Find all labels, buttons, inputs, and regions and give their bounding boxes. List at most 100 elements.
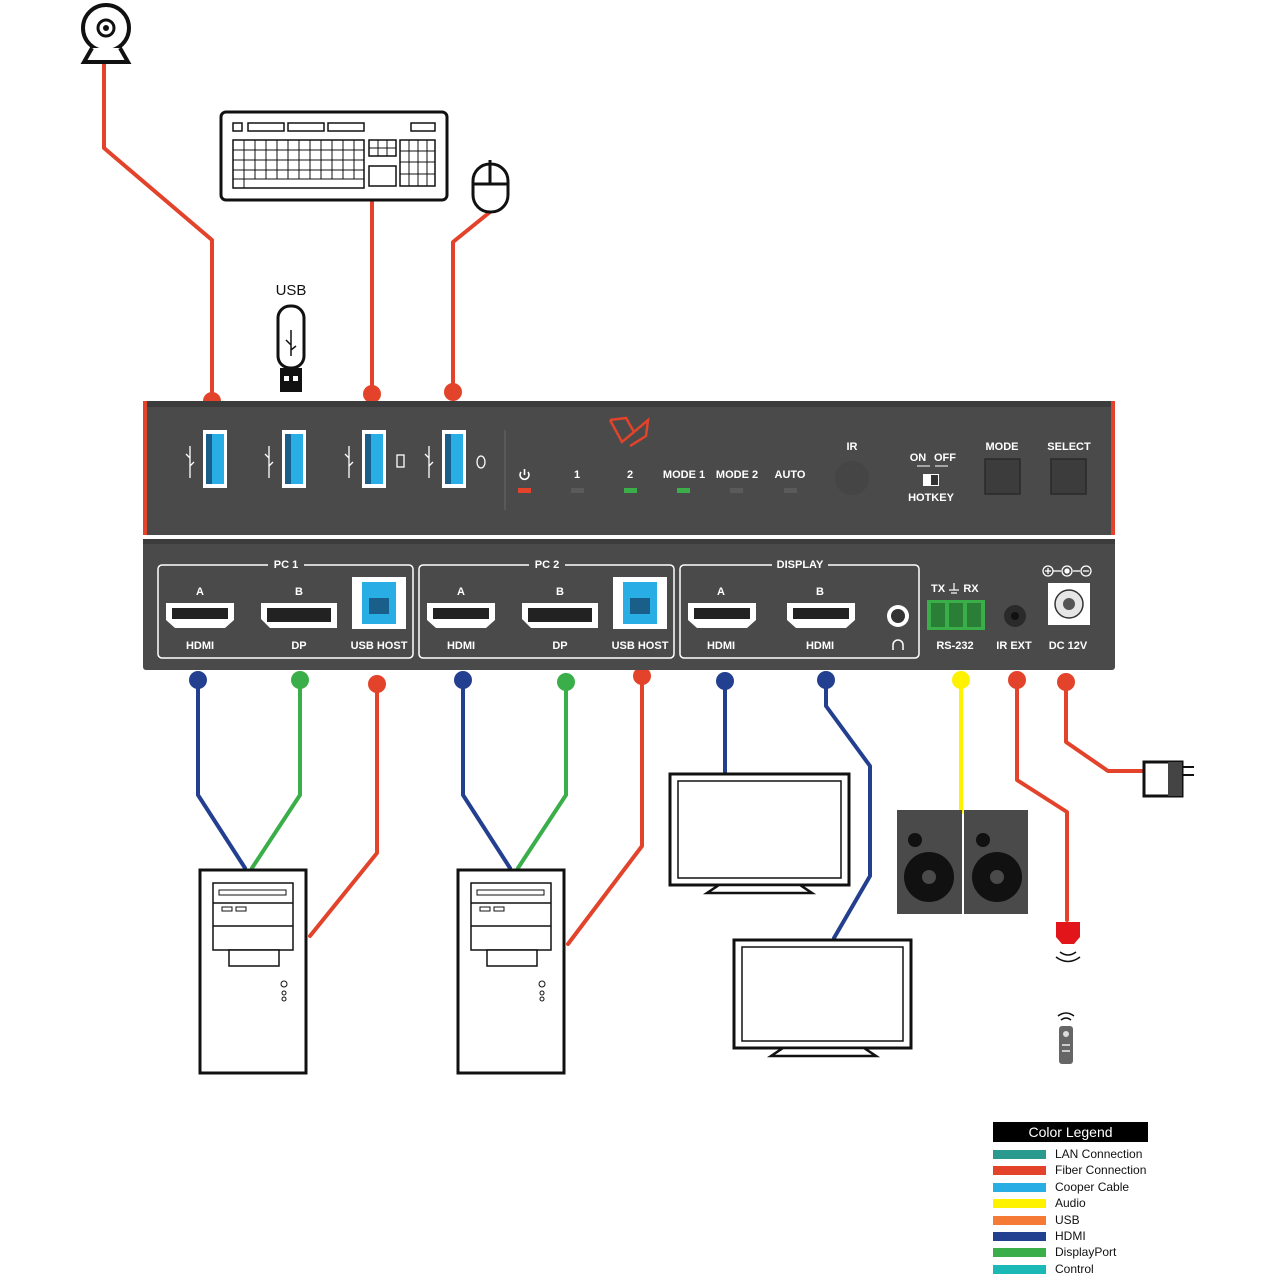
ir-receiver-icon — [1055, 922, 1081, 963]
rs232-dot — [952, 671, 970, 689]
headphone-icon — [892, 639, 904, 650]
ground-icon — [949, 583, 959, 594]
display-b-hdmi-label: HDMI — [805, 640, 835, 652]
display-b-hdmi-inner — [793, 608, 849, 619]
hotkey-on-label: ON — [909, 452, 927, 464]
ss-usb-icon — [344, 446, 354, 478]
speakers-icon — [897, 810, 1028, 914]
led-label-pc2: 2 — [626, 469, 634, 481]
mode2-led — [730, 488, 743, 493]
legend-swatch — [993, 1264, 1046, 1274]
usb-port-1[interactable] — [203, 430, 227, 488]
rs232-label: RS-232 — [936, 640, 974, 652]
legend-label: Control — [1055, 1261, 1094, 1276]
pc1-tower-icon — [198, 868, 308, 1075]
hotkey-label: HOTKEY — [908, 492, 954, 504]
dc-label: DC 12V — [1048, 640, 1088, 652]
pc2-hdmi-inner — [433, 608, 489, 619]
dc-power-cable — [1064, 678, 1146, 773]
display-b-cable — [824, 678, 872, 940]
usb-drive-icon — [276, 304, 306, 392]
pc2-usb-host-port[interactable] — [613, 577, 667, 629]
dc-polarity-icon — [1042, 565, 1092, 577]
ss-usb-icon — [264, 446, 274, 478]
ir-ext-cable — [1015, 678, 1069, 922]
legend-swatch — [993, 1215, 1046, 1225]
legend-item: Audio — [993, 1195, 1153, 1211]
ir-remote-icon — [1057, 1012, 1075, 1064]
led-label-auto: AUTO — [774, 469, 806, 481]
legend-label: Fiber Connection — [1055, 1163, 1147, 1178]
rs232-rx-label: RX — [963, 583, 979, 595]
ir-label: IR — [846, 441, 858, 453]
usb-port-2[interactable] — [282, 430, 306, 488]
legend-label: Cooper Cable — [1055, 1179, 1130, 1194]
pc1-b-label: B — [295, 586, 303, 598]
keyboard-port-icon — [396, 454, 405, 468]
pc1-dp-cable — [250, 678, 302, 870]
legend-label: DisplayPort — [1055, 1245, 1117, 1260]
display-b-dot — [817, 671, 835, 689]
keyboard-port-dot — [363, 385, 381, 403]
mouse-cable — [451, 210, 492, 395]
legend-item: Fiber Connection — [993, 1162, 1153, 1178]
power-adapter-icon — [1142, 760, 1194, 798]
power-led — [518, 488, 531, 493]
webcam-cable — [102, 60, 214, 402]
pc2-tower-icon — [456, 868, 566, 1075]
dc-power-jack[interactable] — [1048, 583, 1090, 625]
mode-button[interactable] — [984, 458, 1021, 495]
rs232-tx-label: TX — [930, 583, 946, 595]
legend-swatch — [993, 1248, 1046, 1258]
led-label-pc1: 1 — [573, 469, 581, 481]
pc2-dp-dot — [557, 673, 575, 691]
ir-ext-dot — [1008, 671, 1026, 689]
mouse-port-icon — [476, 455, 486, 469]
pc2-hdmi-label: HDMI — [446, 640, 476, 652]
pc2-usb-dot — [633, 667, 651, 685]
pc1-group-title: PC 1 — [273, 559, 299, 571]
rs232-terminal[interactable] — [927, 600, 985, 630]
legend-item: DisplayPort — [993, 1244, 1153, 1260]
pc1-hdmi-label: HDMI — [185, 640, 215, 652]
auto-led — [784, 488, 797, 493]
hotkey-off-label: OFF — [934, 452, 956, 464]
pc1-usb-cable — [308, 682, 379, 938]
legend-swatch — [993, 1166, 1046, 1176]
legend-label: HDMI — [1055, 1228, 1086, 1243]
display-a-dot — [716, 672, 734, 690]
pc2-b-label: B — [556, 586, 564, 598]
legend-title: Color Legend — [993, 1122, 1148, 1142]
ir-sensor — [835, 461, 869, 495]
pc1-dp-dot — [291, 671, 309, 689]
legend-item: LAN Connection — [993, 1146, 1153, 1162]
legend-item: HDMI — [993, 1228, 1153, 1244]
display-b-monitor-icon — [732, 938, 913, 1058]
usb-port-4[interactable] — [442, 430, 466, 488]
led-label-mode2: MODE 2 — [715, 469, 759, 481]
legend-item: Control — [993, 1261, 1153, 1277]
headphone-jack[interactable] — [887, 605, 909, 627]
pc1-dp-label: DP — [291, 640, 307, 652]
hotkey-switch[interactable] — [917, 465, 948, 486]
usb-port-3[interactable] — [362, 430, 386, 488]
ir-ext-jack[interactable] — [1004, 605, 1026, 627]
usb-drive-label: USB — [276, 282, 307, 299]
mode-button-label: MODE — [985, 441, 1019, 453]
pc1-usb-host-port[interactable] — [352, 577, 406, 629]
pc2-a-label: A — [457, 586, 465, 598]
pc1-hdmi-dot — [189, 671, 207, 689]
webcam-icon — [80, 3, 132, 64]
legend-label: LAN Connection — [1055, 1147, 1143, 1161]
pc2-dp-inner — [528, 608, 592, 622]
pc2-usb-host-label: USB HOST — [611, 640, 669, 652]
front-usb-ports — [185, 430, 486, 488]
pc2-led — [624, 488, 637, 493]
legend-swatch — [993, 1150, 1046, 1159]
legend-label: Audio — [1055, 1196, 1086, 1211]
brand-logo-icon — [608, 416, 650, 448]
keyboard-icon — [219, 110, 449, 202]
select-button[interactable] — [1050, 458, 1087, 495]
pc2-hdmi-cable — [461, 678, 512, 870]
